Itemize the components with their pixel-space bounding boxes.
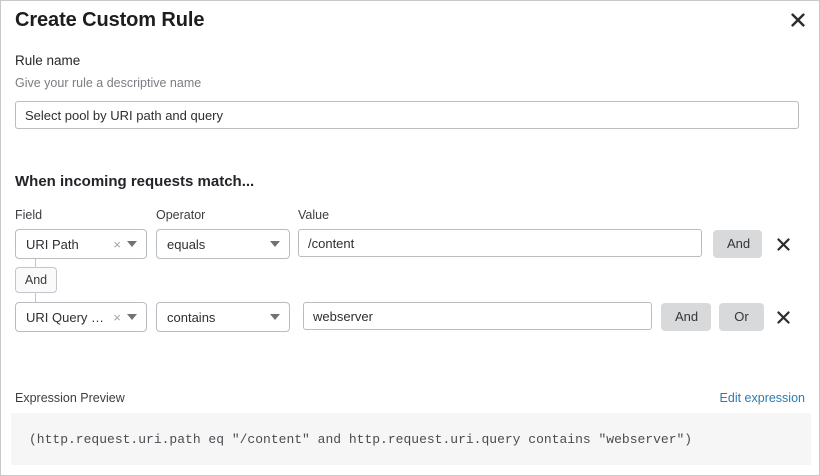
chevron-down-icon	[270, 314, 280, 320]
field-select-2-label: URI Query St...	[26, 309, 111, 325]
condition-row: URI Query St... × contains And Or	[1, 302, 819, 332]
field-select-1[interactable]: URI Path ×	[15, 229, 147, 259]
edit-expression-link[interactable]: Edit expression	[719, 391, 805, 405]
operator-select-1[interactable]: equals	[156, 229, 290, 259]
operator-select-2[interactable]: contains	[156, 302, 290, 332]
add-and-condition-button-2[interactable]: And	[661, 303, 711, 331]
page-title: Create Custom Rule	[15, 9, 205, 31]
remove-condition-button-2[interactable]	[770, 303, 796, 331]
operator-select-1-label: equals	[167, 236, 206, 252]
chevron-down-icon	[127, 314, 137, 320]
field-select-1-label: URI Path	[26, 236, 79, 252]
close-icon[interactable]	[785, 7, 811, 33]
connector-logic-button[interactable]: And	[15, 267, 57, 293]
rule-name-help-text: Give your rule a descriptive name	[15, 76, 202, 90]
add-and-condition-button-1[interactable]: And	[713, 230, 762, 258]
connector-line-bottom	[35, 293, 36, 302]
chevron-down-icon	[127, 241, 137, 247]
match-section-heading: When incoming requests match...	[15, 173, 255, 190]
value-input-1[interactable]	[298, 229, 702, 257]
connector-line-top	[35, 259, 36, 267]
operator-select-2-label: contains	[167, 309, 216, 325]
column-header-value: Value	[298, 208, 330, 222]
clear-icon[interactable]: ×	[113, 309, 121, 325]
clear-icon[interactable]: ×	[113, 236, 121, 252]
rule-name-label: Rule name	[15, 53, 81, 68]
expression-preview-text: (http.request.uri.path eq "/content" and…	[29, 431, 693, 447]
column-header-field: Field	[15, 208, 43, 222]
column-header-operator: Operator	[156, 208, 206, 222]
condition-row: URI Path × equals And	[1, 229, 819, 259]
expression-preview-label: Expression Preview	[15, 391, 125, 405]
chevron-down-icon	[270, 241, 280, 247]
expression-preview-box: (http.request.uri.path eq "/content" and…	[11, 413, 811, 465]
value-input-2[interactable]	[303, 302, 652, 330]
field-select-2[interactable]: URI Query St... ×	[15, 302, 147, 332]
remove-condition-button-1[interactable]	[770, 230, 796, 258]
rule-name-input[interactable]	[15, 101, 799, 129]
add-or-condition-button-2[interactable]: Or	[719, 303, 764, 331]
